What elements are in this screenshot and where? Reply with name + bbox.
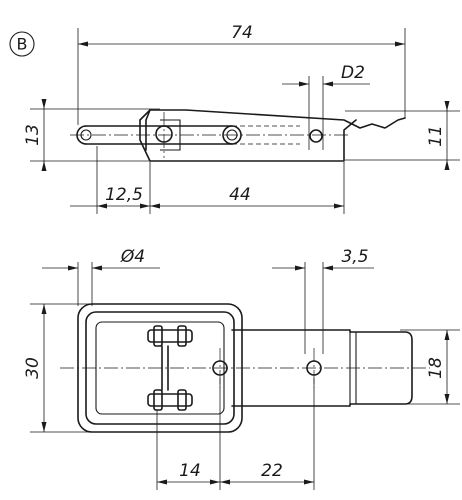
dimension-11-text: 11 — [426, 125, 446, 147]
plan-view: Ø4 3,5 30 18 — [23, 247, 460, 490]
dimension-18: 18 — [400, 329, 460, 405]
dimension-22-text: 22 — [261, 461, 283, 481]
view-label-text: B — [17, 35, 28, 54]
latch-plan-profile — [60, 303, 430, 433]
dimension-d2-text: D2 — [341, 63, 365, 83]
view-label-circle — [9, 31, 35, 57]
dimension-13: 13 — [23, 99, 160, 171]
dimension-44-text: 44 — [229, 185, 251, 205]
dimension-13-text: 13 — [23, 124, 43, 146]
dimension-44: 44 — [150, 185, 344, 209]
dimension-74-text: 74 — [231, 23, 253, 43]
latch-side-profile — [70, 109, 406, 162]
side-view: 74 D2 13 11 — [23, 23, 460, 214]
dimension-d2: D2 — [282, 63, 370, 150]
dimension-slot-width: 3,5 — [272, 247, 374, 354]
dimension-14-text: 14 — [179, 461, 201, 481]
dimension-18-text: 18 — [426, 357, 446, 379]
dimension-30-text: 30 — [23, 357, 43, 379]
dimension-slot-width-text: 3,5 — [341, 247, 368, 267]
dimension-22: 22 — [220, 461, 314, 485]
dimension-hole-diameter: Ø4 — [42, 247, 160, 306]
dimension-12-5: 12,5 — [70, 185, 150, 209]
dimension-14: 14 — [157, 461, 220, 485]
view-label-marker: B — [9, 31, 35, 57]
dimension-74: 74 — [78, 23, 405, 47]
dimension-11: 11 — [345, 101, 460, 170]
dimension-hole-diameter-text: Ø4 — [120, 247, 145, 267]
dimension-12-5-text: 12,5 — [105, 185, 143, 205]
